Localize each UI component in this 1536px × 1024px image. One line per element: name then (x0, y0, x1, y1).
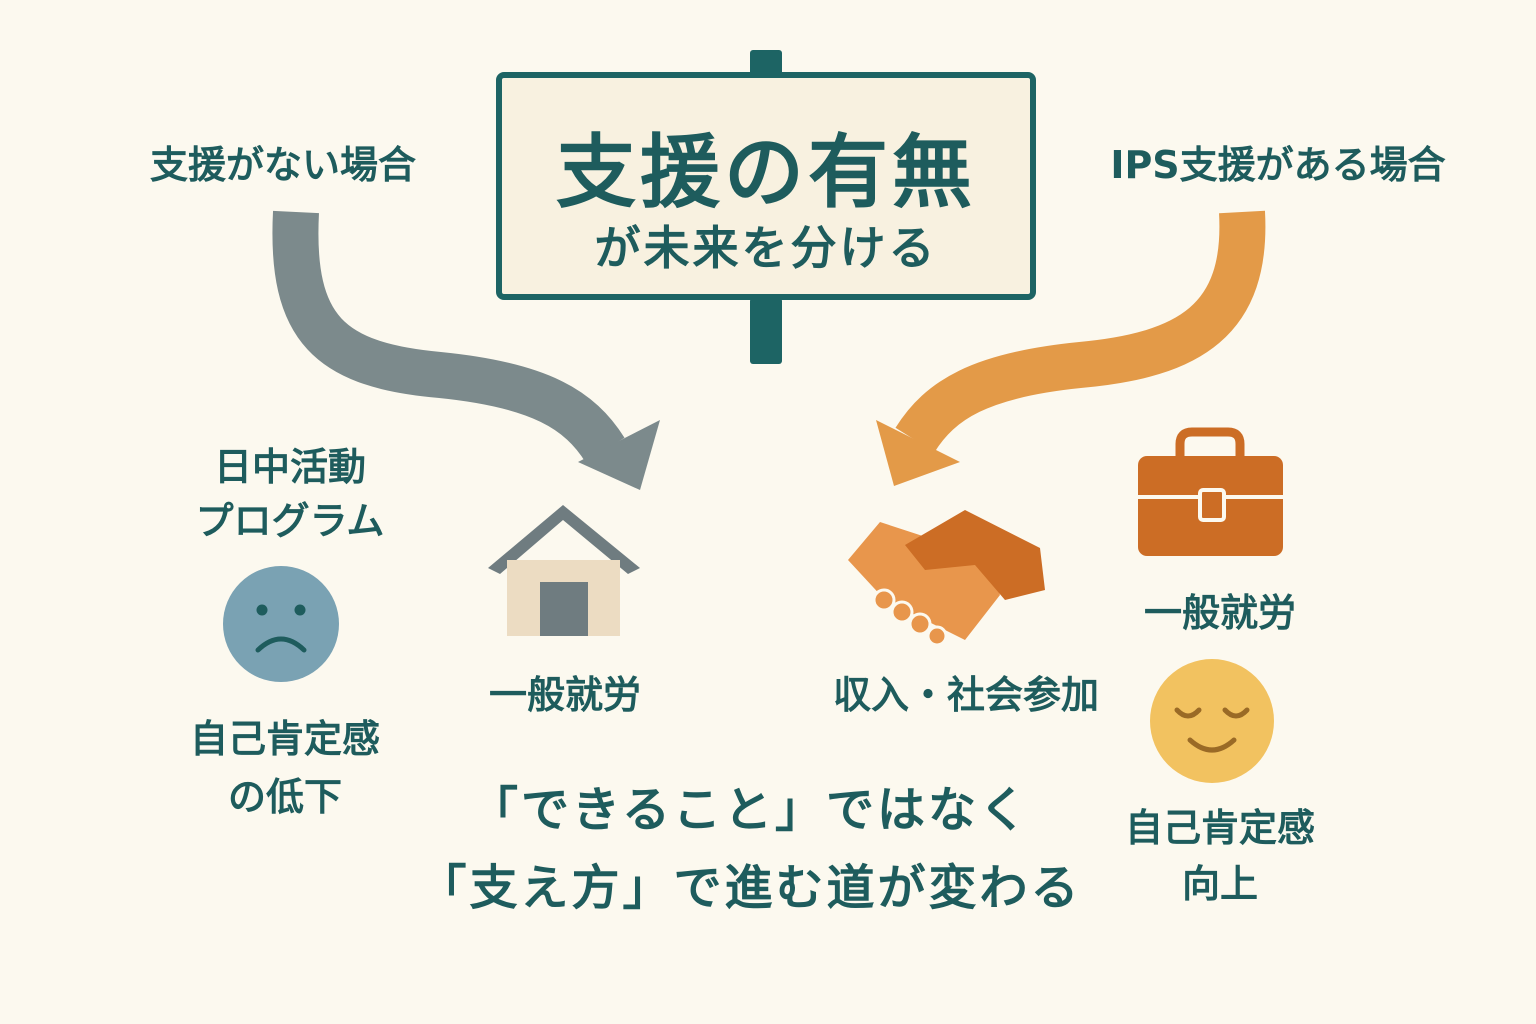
left-employment-label: 一般就労 (488, 673, 641, 717)
briefcase-icon (1138, 427, 1283, 556)
left-path-heading: 支援がない場合 (149, 143, 416, 187)
sad-face-icon (223, 566, 339, 682)
day-activity-program-label: 日中活動 プログラム (170, 440, 410, 548)
smile-face-icon (1150, 659, 1274, 783)
self-esteem-decline-line2: の低下 (227, 775, 342, 819)
self-esteem-improve-line2: 向上 (1181, 862, 1258, 906)
self-esteem-decline-label: 自己肯定感 の低下 (160, 710, 410, 826)
signboard (496, 72, 1036, 300)
sign-title: 支援の有無 (556, 126, 976, 219)
right-path-heading: IPS支援がある場合 (1110, 143, 1446, 187)
self-esteem-improve-line1: 自己肯定感 (1124, 806, 1315, 850)
sign-subtitle: が未来を分ける (594, 221, 938, 275)
signpost-pole-bottom (750, 298, 782, 364)
message-line1: 「できること」ではなく (469, 782, 1031, 838)
house-icon (488, 505, 640, 636)
self-esteem-improve-label: 自己肯定感 向上 (1100, 800, 1340, 912)
right-employment-label: 一般就労 (1143, 591, 1296, 635)
day-activity-line1: 日中活動 (213, 445, 366, 489)
left-arrow (272, 210, 660, 490)
right-arrow (876, 210, 1266, 486)
income-social-participation-label: 収入・社会参加 (832, 673, 1099, 717)
day-activity-line2: プログラム (195, 499, 385, 543)
message-line2: 「支え方」で進む道が変わる (418, 860, 1082, 916)
handshake-icon (848, 510, 1045, 647)
self-esteem-decline-line1: 自己肯定感 (189, 717, 380, 761)
